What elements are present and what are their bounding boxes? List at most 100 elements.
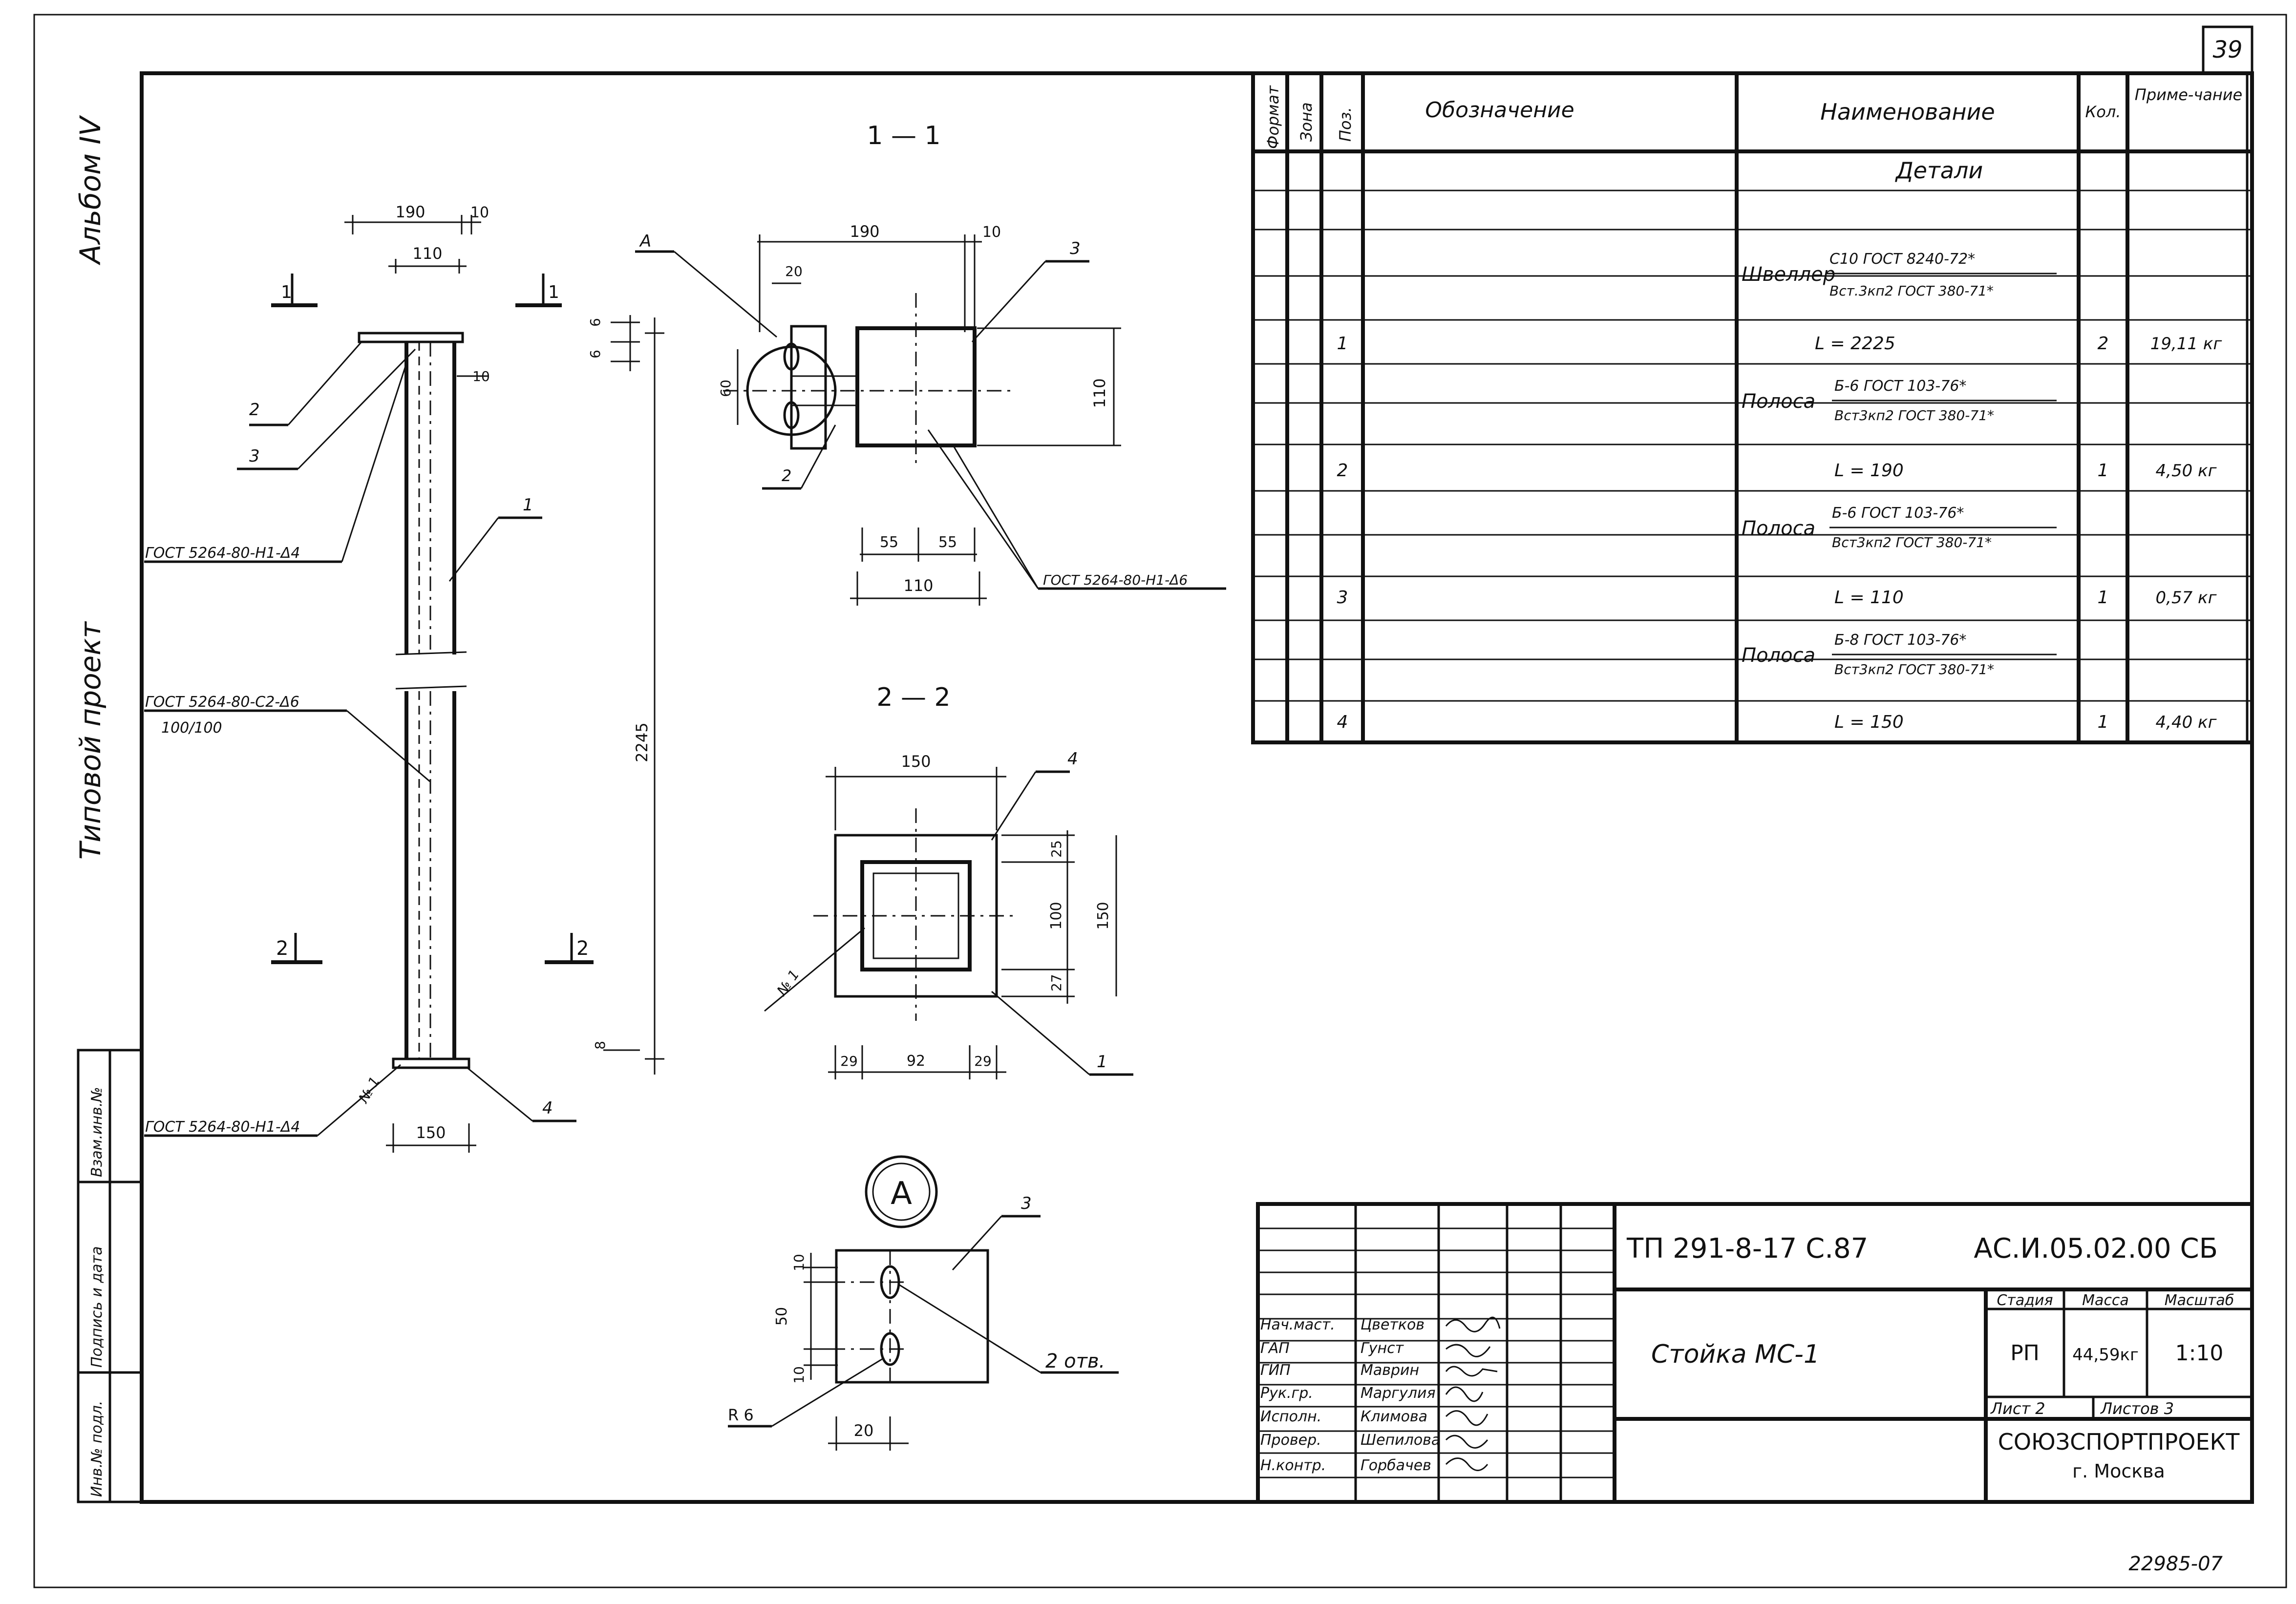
cut-mark-2a: 2: [276, 937, 288, 960]
item-1-length: L = 2225: [1815, 334, 1895, 354]
dim-60: 60: [718, 380, 734, 397]
callout-2: 2: [249, 400, 260, 420]
dim-6b: 6: [587, 350, 603, 359]
side-field-2: Подпись и дата: [88, 1246, 106, 1368]
dim-8: 8: [592, 1041, 608, 1050]
role-3: ГИП: [1260, 1362, 1291, 1379]
side-stamp: Взам.инв.№ Подпись и дата Инв.№ подл.: [77, 1049, 143, 1503]
scale-value: 1:10: [2175, 1341, 2224, 1366]
item-4-qty: 1: [2098, 712, 2109, 732]
item-1-material: Швеллер: [1742, 263, 1835, 286]
dim-10d: 10: [791, 1254, 807, 1271]
dim-100: 100: [1048, 902, 1065, 929]
dim-20b: 20: [854, 1421, 874, 1440]
dim-190a: 190: [395, 203, 425, 221]
dim-29a: 29: [840, 1053, 858, 1069]
callout-A: А: [639, 232, 651, 251]
weld-note-4: ГОСТ 5264-80-Н1-Δ6: [1043, 572, 1188, 588]
dim-10a: 10: [470, 204, 489, 221]
role-4: Рук.гр.: [1260, 1385, 1313, 1402]
name-2: Гунст: [1361, 1340, 1404, 1357]
item-1-spec-top: С10 ГОСТ 8240-72*: [1829, 251, 1975, 268]
mass-label: Масса: [2082, 1292, 2129, 1309]
item-4-pos: 4: [1337, 712, 1348, 732]
dim-55b: 55: [938, 534, 957, 551]
dim-10e: 10: [791, 1366, 807, 1384]
dim-190b: 190: [850, 222, 879, 241]
cut-mark-1b: 1: [548, 282, 559, 302]
signatures: [1445, 1316, 1501, 1471]
callout-n1a: № 1: [355, 1074, 383, 1107]
section-2-title: 2 — 2: [876, 683, 950, 712]
item-2-material: Полоса: [1742, 390, 1815, 413]
header-format: Формат: [1264, 85, 1282, 149]
weld-note-2b: 100/100: [161, 719, 222, 737]
dim-25: 25: [1048, 840, 1064, 858]
role-6: Провер.: [1260, 1432, 1321, 1449]
dim-150c: 150: [1095, 902, 1112, 929]
post-elevation: 190 10 110 2245 6 6 10 8 150 1 1: [144, 203, 664, 1153]
dim-150b: 150: [901, 752, 931, 771]
header-qty: Кол.: [2085, 103, 2121, 121]
page-number: 39: [2212, 36, 2242, 63]
view-a-label: A: [891, 1176, 912, 1212]
inner-frame: [140, 71, 2254, 1504]
item-3-qty: 1: [2098, 588, 2109, 608]
item-4-mass: 4,40 кг: [2156, 713, 2217, 732]
item-3-spec-bot: Вст3кп2 ГОСТ 380-71*: [1832, 534, 1992, 550]
stage-label: Стадия: [1997, 1292, 2053, 1309]
org-name: СОЮЗСПОРТПРОЕКТ: [1998, 1429, 2240, 1455]
stage-value: РП: [2010, 1341, 2040, 1366]
header-note: Приме-чание: [2135, 85, 2242, 104]
callout-3: 3: [249, 446, 260, 466]
item-2-spec-top: Б-6 ГОСТ 103-76*: [1834, 378, 1966, 395]
item-4-length: L = 150: [1834, 712, 1904, 732]
name-3: Маврин: [1361, 1362, 1419, 1379]
view-a: A 10 50 10 20 3 2 отв. R 6: [728, 1155, 1119, 1451]
item-2-mass: 4,50 кг: [2156, 461, 2217, 481]
side-album: Альбом IV: [74, 115, 107, 266]
item-4-material: Полоса: [1742, 644, 1815, 667]
org-city: г. Москва: [2072, 1460, 2165, 1482]
item-2-spec-bot: Вст3кп2 ГОСТ 380-71*: [1834, 407, 1994, 423]
header-zone: Зона: [1297, 102, 1316, 142]
project-code: ТП 291-8-17 С.87: [1626, 1233, 1868, 1265]
name-6: Шепилова: [1361, 1432, 1440, 1449]
sheets-label: Листов 3: [2100, 1399, 2174, 1418]
weld-note-2: ГОСТ 5264-80-С2-Δ6: [145, 694, 299, 711]
section-1-title: 1 — 1: [867, 121, 940, 150]
drawing-title: Стойка МС-1: [1651, 1340, 1820, 1369]
side-field-1: Взам.инв.№: [88, 1087, 106, 1177]
dim-55a: 55: [880, 534, 898, 551]
section-1-1: 1 — 1 190 10 20 60 110 55 55 110: [635, 121, 1226, 606]
side-field-3: Инв.№ подл.: [88, 1401, 106, 1497]
item-3-material: Полоса: [1742, 517, 1815, 540]
name-7: Горбачев: [1361, 1457, 1431, 1474]
dim-10c: 10: [982, 224, 1001, 241]
item-2-pos: 2: [1337, 461, 1348, 481]
item-4-spec-bot: Вст3кп2 ГОСТ 380-71*: [1834, 661, 1994, 677]
role-1: Нач.маст.: [1260, 1316, 1335, 1333]
scale-label: Масштаб: [2165, 1292, 2234, 1309]
dim-r6: R 6: [728, 1406, 754, 1424]
section-2-2: 2 — 2 150 25 100 150 27 29 92 29 4 1: [764, 683, 1133, 1079]
section-title: Детали: [1895, 157, 1983, 184]
callout-4: 4: [542, 1098, 553, 1118]
doc-code: АС.И.05.02.00 СБ: [1974, 1233, 2218, 1265]
weld-note-3: ГОСТ 5264-80-Н1-Δ4: [145, 1119, 300, 1136]
item-2-length: L = 190: [1834, 461, 1904, 481]
item-3-mass: 0,57 кг: [2156, 588, 2217, 608]
weld-note-1: ГОСТ 5264-80-Н1-Δ4: [145, 545, 300, 562]
callout-2b: 2: [782, 466, 791, 485]
title-block: ТП 291-8-17 С.87 АС.И.05.02.00 СБ Стойка…: [1256, 1202, 2254, 1504]
name-5: Климова: [1361, 1408, 1427, 1425]
dim-110a: 110: [412, 244, 442, 263]
archive-number: 22985-07: [2128, 1553, 2223, 1575]
dim-20: 20: [785, 263, 803, 279]
header-name: Наименование: [1820, 99, 1995, 125]
name-1: Цветков: [1361, 1316, 1424, 1333]
item-1-qty: 2: [2098, 334, 2109, 354]
holes-note: 2 отв.: [1045, 1350, 1105, 1372]
callout-3c: 3: [1021, 1194, 1032, 1213]
